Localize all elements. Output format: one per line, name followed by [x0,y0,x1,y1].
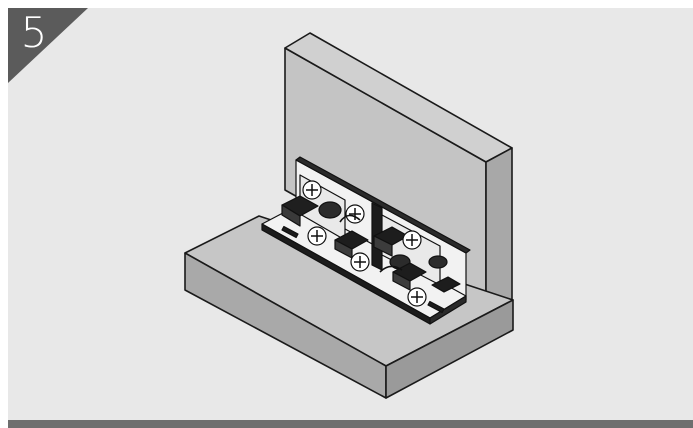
connector-fittings [261,156,471,325]
back-plate-edge [295,156,471,254]
horizontal-board [184,215,514,399]
vertical-board-side [485,147,513,304]
left-fitting [281,174,369,259]
right-fitting [350,214,461,314]
step-badge [8,8,88,83]
bottom-bar [8,420,693,428]
horizontal-board-end [385,299,514,399]
base-plate-end [429,295,467,325]
step-number: 5 [20,8,48,57]
